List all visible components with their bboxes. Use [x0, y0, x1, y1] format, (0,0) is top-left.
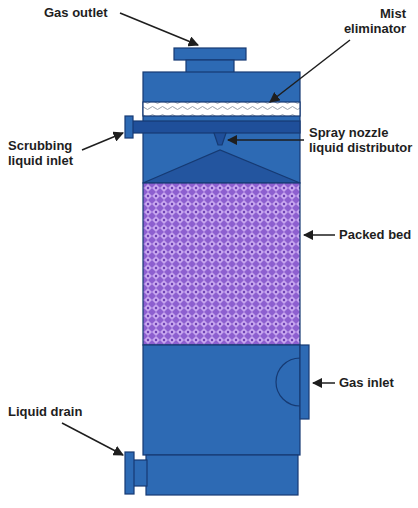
bottom-section	[143, 345, 300, 455]
callout-label: Gas inlet	[339, 375, 415, 390]
gas-inlet-dome	[276, 358, 300, 406]
leader-line	[120, 13, 198, 45]
callout-label: Gas outlet	[44, 5, 144, 20]
inlet-pipe	[128, 121, 300, 133]
liquid-distributor	[143, 150, 300, 183]
callout-label: Mist eliminator	[322, 6, 406, 36]
callout-label: Spray nozzle liquid distributor	[309, 125, 413, 155]
callout-label: Packed bed	[339, 227, 415, 242]
outlet-flange	[174, 48, 246, 60]
packed-bed	[143, 183, 300, 345]
drain-pipe	[133, 460, 147, 486]
leader-line	[62, 423, 123, 455]
leader-line	[304, 234, 335, 236]
callout-label: Liquid drain	[8, 404, 104, 419]
outlet-neck	[186, 60, 234, 73]
mist-eliminator	[143, 102, 300, 116]
leader-line	[313, 382, 335, 384]
sump	[146, 455, 298, 495]
leader-line	[270, 40, 350, 102]
callout-label: Scrubbing liquid inlet	[8, 138, 86, 168]
spray-nozzle	[214, 133, 226, 145]
leader-line	[228, 139, 304, 141]
inlet-flange	[125, 116, 133, 138]
drain-flange	[125, 452, 134, 494]
leader-line	[82, 133, 123, 150]
gas-inlet-flange	[300, 345, 309, 419]
